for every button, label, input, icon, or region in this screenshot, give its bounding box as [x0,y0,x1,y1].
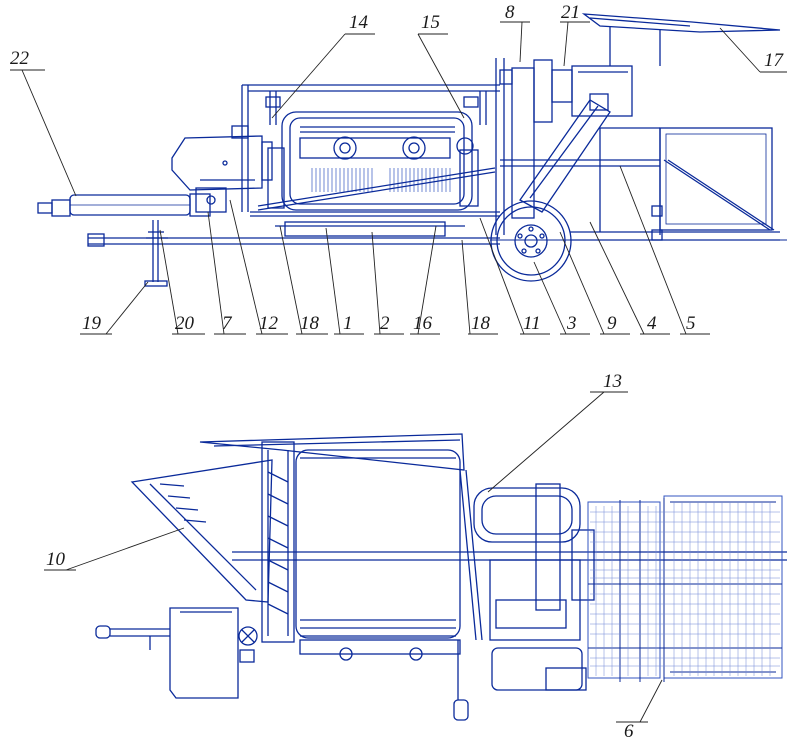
callout-13: 13 [603,371,622,392]
callout-8: 8 [505,2,515,23]
top-drum [232,449,787,721]
mesh-grid [590,502,780,676]
callout-11: 11 [523,313,541,334]
chassis-frame [87,211,787,247]
top-canopy [199,433,465,471]
side-leaders [10,21,787,335]
feed-hopper [130,459,273,603]
callout-21: 21 [561,2,580,23]
callout-20: 20 [175,313,194,334]
callout-22: 22 [10,48,29,69]
top-frame [241,84,500,212]
callout-18-left: 18 [300,313,319,334]
brush-rows [311,168,451,192]
callout-7: 7 [222,313,232,334]
callout-12: 12 [259,313,278,334]
top-leaders [44,391,663,723]
elevator-tower [495,58,660,235]
side-view [37,13,787,287]
rear-bin [599,127,775,241]
callout-1: 1 [343,313,353,334]
front-gearbox [171,125,273,213]
top-mesh [587,495,783,682]
top-hitch [95,625,170,650]
callout-6: 6 [624,721,634,742]
callout-15: 15 [421,12,440,33]
separator-drum [267,111,479,211]
callout-14: 14 [349,12,368,33]
canopy [581,13,781,66]
callout-2: 2 [380,313,390,334]
top-view [95,433,787,721]
top-gearbox [169,607,258,699]
callout-3: 3 [567,313,577,334]
callout-9: 9 [607,313,617,334]
top-engine [473,483,595,691]
callout-16: 16 [413,313,432,334]
callout-4: 4 [647,313,657,334]
callout-5: 5 [686,313,696,334]
callout-19: 19 [82,313,101,334]
support-leg [144,220,168,287]
callout-18-right: 18 [471,313,490,334]
top-elevator [261,441,295,643]
drive-belt [257,167,496,211]
wheel [490,200,572,282]
callout-10: 10 [46,549,65,570]
callout-17: 17 [764,50,783,71]
pto-shaft [37,193,211,217]
